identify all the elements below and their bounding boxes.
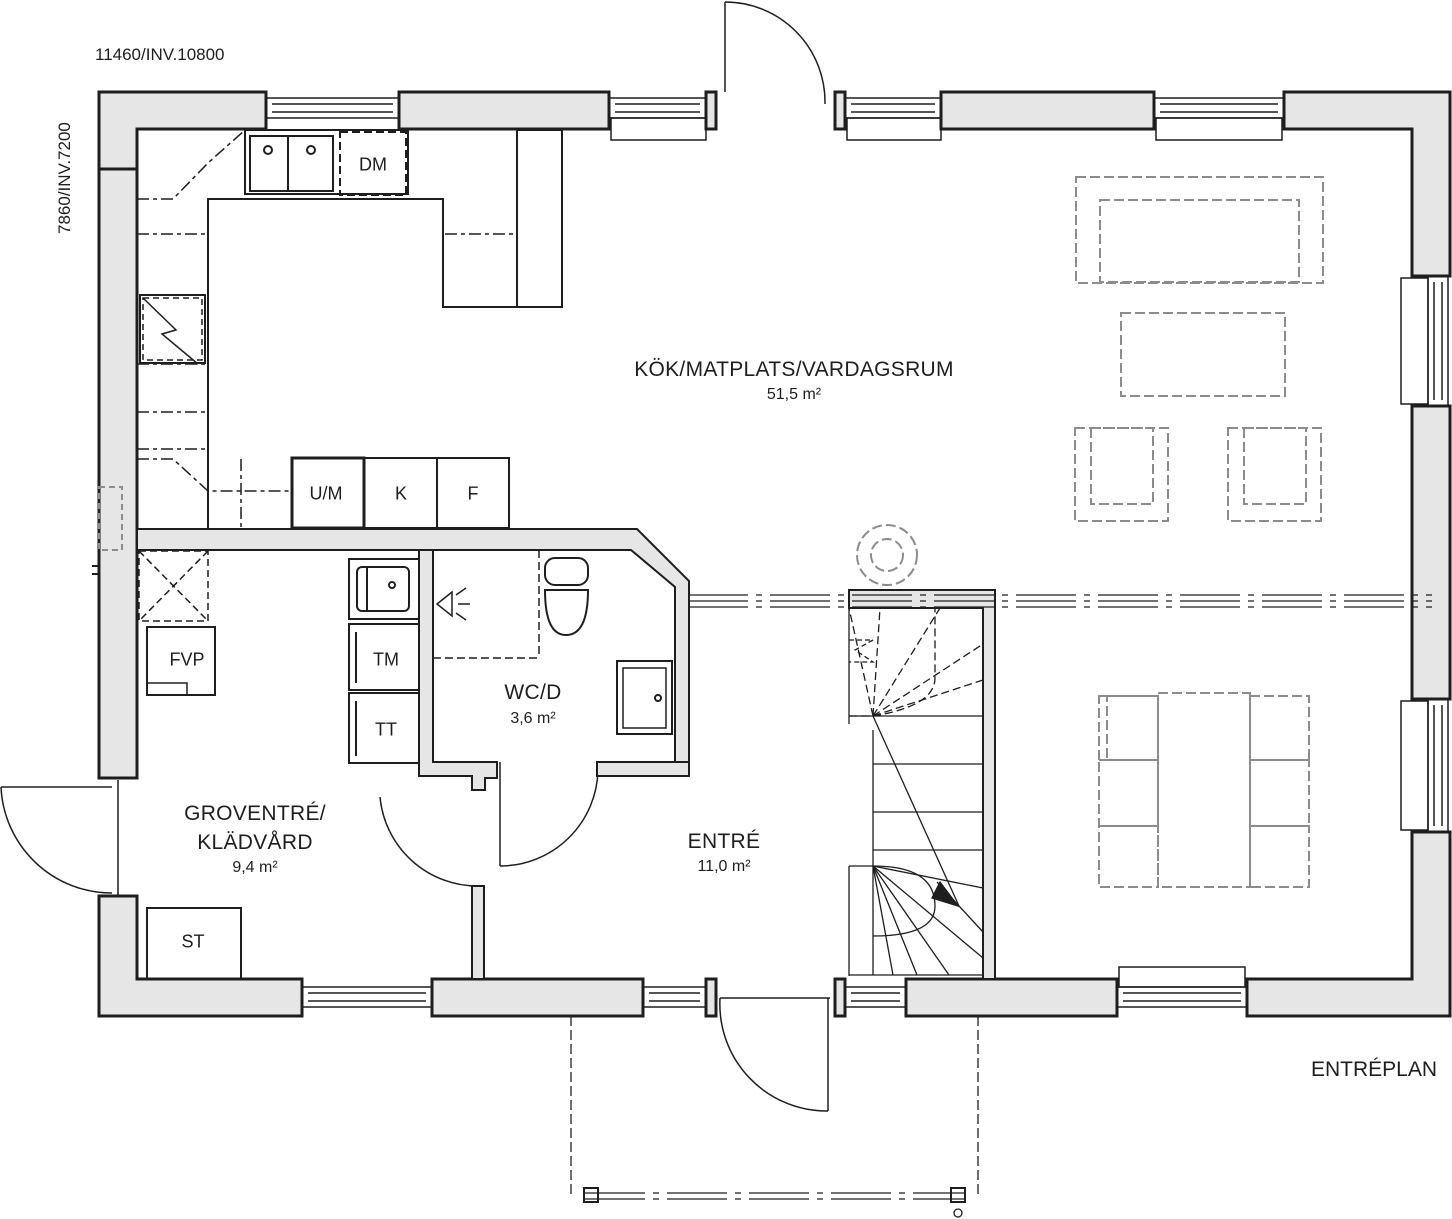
room-name-utility-line1: GROVENTRÉ/: [184, 802, 326, 825]
plan-name: ENTRÉPLAN: [1311, 1058, 1438, 1081]
fridge-label: K: [394, 483, 408, 504]
windows: [265, 97, 1449, 1008]
dishwasher-label: DM: [359, 154, 387, 175]
width-dimension-label: 11460/INV.10800: [95, 45, 225, 64]
doors: [0, 1, 830, 1112]
microwave-oven-label: U/M: [309, 483, 343, 504]
heat-pump-label: FVP: [169, 649, 205, 670]
room-name-hall: ENTRÉ: [687, 830, 761, 853]
storage-label: ST: [181, 931, 205, 952]
room-area-utility: 9,4 m²: [232, 859, 278, 876]
kitchen-cabinets: [137, 129, 563, 530]
room-area-living: 51,5 m²: [766, 386, 822, 403]
interior-walls: [136, 528, 996, 980]
freezer-label: F: [467, 483, 479, 504]
depth-dimension-label: 7860/INV.7200: [55, 122, 74, 234]
utility-fixtures: [92, 486, 420, 980]
exterior-walls: [97, 90, 1452, 1018]
room-name-wc: WC/D: [504, 681, 562, 704]
room-area-wc: 3,6 m²: [510, 710, 556, 727]
room-area-hall: 11,0 m²: [697, 858, 751, 875]
room-name-utility-line2: KLÄDVÅRD: [197, 831, 313, 854]
washing-machine-label: TM: [373, 649, 399, 670]
staircase: [848, 607, 984, 976]
room-name-living: KÖK/MATPLATS/VARDAGSRUM: [634, 358, 954, 381]
wc-fixtures: [433, 550, 673, 735]
living-furniture: [856, 176, 1324, 888]
tumble-dryer-label: TT: [375, 719, 397, 740]
porch: [570, 1016, 979, 1218]
